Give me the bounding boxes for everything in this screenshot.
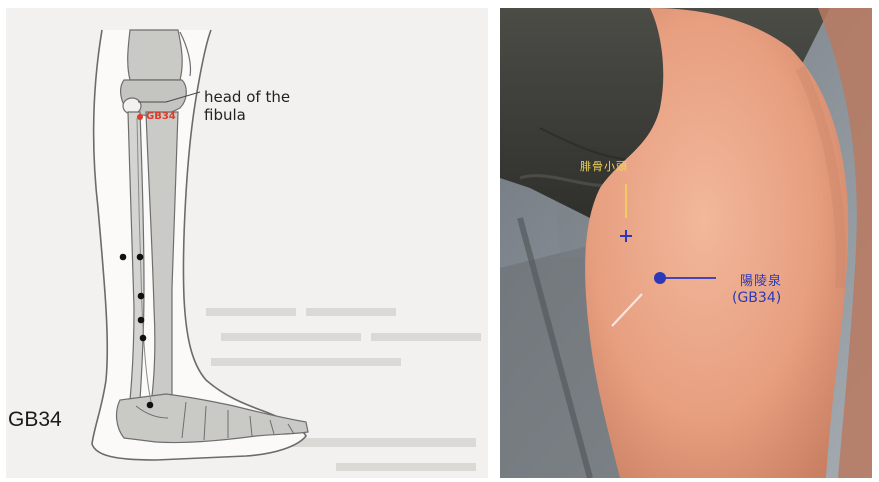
point-code-label: (GB34) <box>732 290 781 306</box>
gb34-point-label: GB34 <box>146 111 176 122</box>
knee-photo-illustration <box>500 8 872 478</box>
figure-caption: GB34 <box>8 408 62 432</box>
femur <box>128 30 182 80</box>
leg-anatomy-diagram: head of the fibula GB34 GB34 <box>6 8 488 478</box>
gb34-marker <box>654 272 666 284</box>
leg-illustration <box>6 8 488 478</box>
fibula-head-chinese-label: 腓骨小頭 <box>580 158 628 174</box>
annotation-head-of-fibula-line2: fibula <box>204 106 246 124</box>
point-chinese-name: 陽陵泉 <box>740 270 782 289</box>
knee-photo: 腓骨小頭 陽陵泉 (GB34) <box>500 8 872 478</box>
annotation-head-of-fibula-line1: head of the <box>204 88 290 106</box>
gb34-point <box>137 114 143 120</box>
